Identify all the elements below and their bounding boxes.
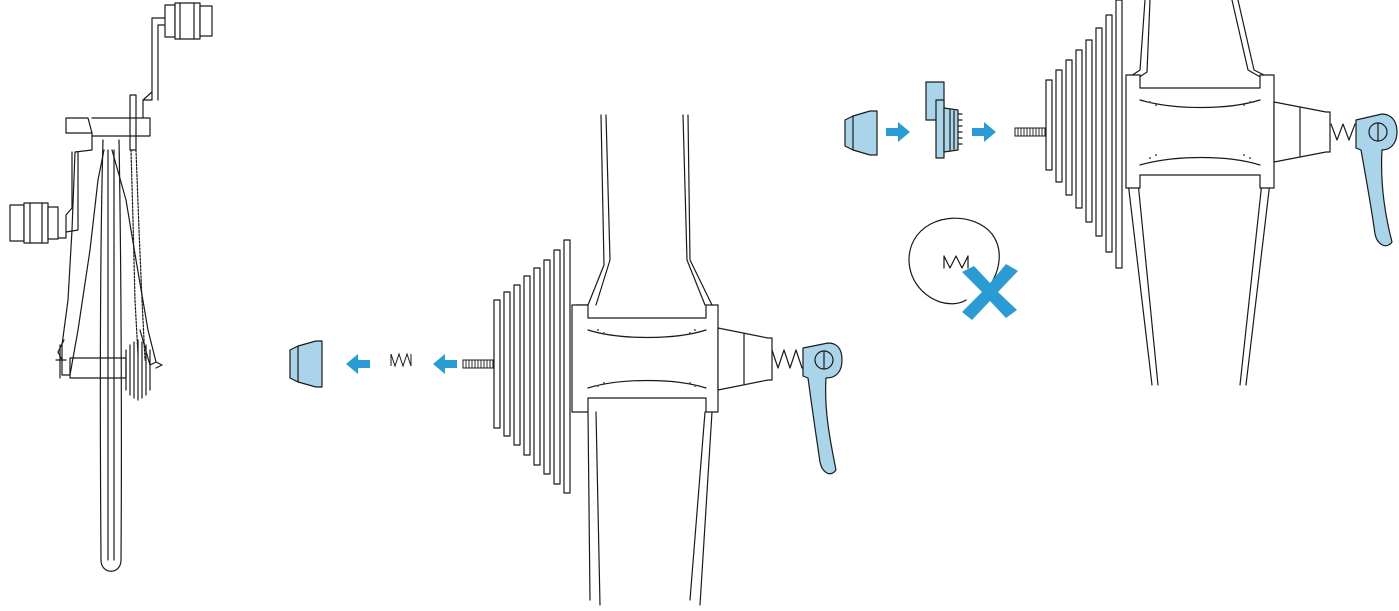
arrow-icon bbox=[972, 122, 996, 142]
chain bbox=[130, 149, 146, 361]
rear-hub bbox=[55, 344, 163, 379]
crank-arm-bottom bbox=[55, 151, 79, 239]
arrow-icon bbox=[433, 354, 457, 374]
x-mark-icon bbox=[962, 264, 1018, 320]
rear-tyre bbox=[99, 139, 122, 572]
step-install-adapter bbox=[844, 0, 1398, 386]
arrow-icon bbox=[886, 122, 910, 142]
spokes-upper bbox=[1127, 0, 1271, 386]
end-cap-upper bbox=[844, 110, 878, 156]
quick-release-lever-upper bbox=[1355, 113, 1398, 247]
hub-upper bbox=[1125, 74, 1275, 189]
spring-icon bbox=[943, 255, 969, 269]
spring-removed bbox=[390, 353, 412, 367]
end-cap bbox=[289, 340, 323, 388]
arrow-icon bbox=[346, 354, 370, 374]
adapter bbox=[925, 81, 963, 159]
chainring bbox=[129, 94, 137, 151]
pedal-bottom bbox=[9, 202, 59, 244]
quick-release-lever bbox=[802, 342, 843, 475]
hub bbox=[571, 304, 719, 413]
crank-arm-top bbox=[142, 17, 166, 119]
spokes bbox=[576, 114, 713, 606]
spring-not-used-callout bbox=[908, 217, 1018, 320]
frame bbox=[61, 132, 157, 376]
cassette bbox=[493, 239, 571, 494]
pedal-top bbox=[164, 2, 213, 40]
cassette-small bbox=[125, 339, 151, 401]
step-remove-parts bbox=[289, 114, 843, 606]
bike-rear-view bbox=[9, 2, 213, 572]
cassette-upper bbox=[1045, 0, 1123, 269]
